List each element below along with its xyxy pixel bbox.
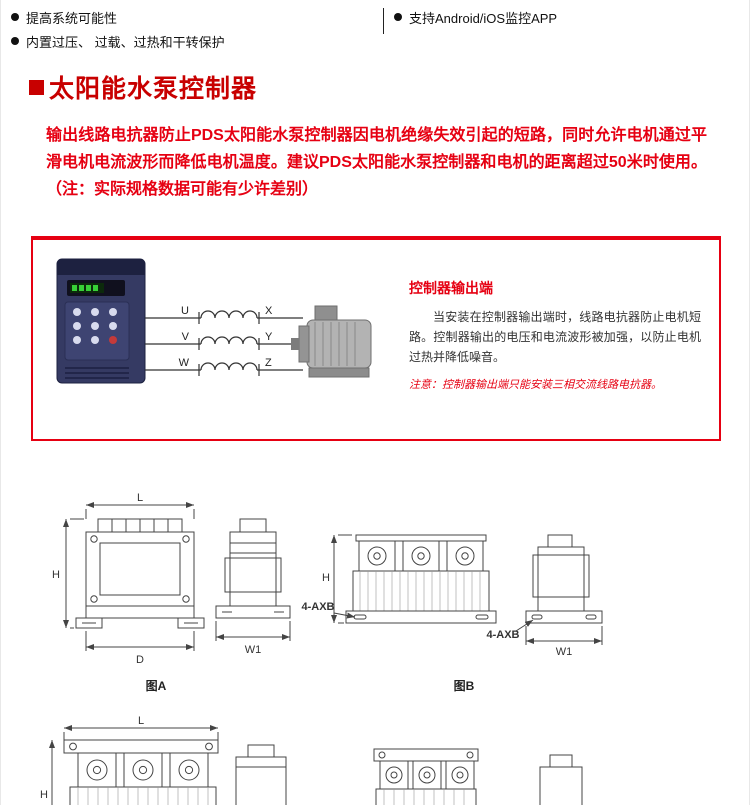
section-title: 太阳能水泵控制器	[29, 69, 749, 105]
figure-b-front-view	[331, 534, 497, 624]
wiring-diagram: U V W X Y Z	[51, 256, 401, 429]
dim-label-figA-D: D	[136, 654, 144, 666]
terminal-label-w: W	[179, 357, 190, 369]
figure-c-side-view	[235, 744, 287, 805]
output-panel-title: 控制器输出端	[409, 280, 493, 296]
page-title: 太阳能水泵控制器	[49, 75, 258, 103]
figure-d-side-view	[539, 754, 583, 805]
dim-label-figB-H: H	[322, 572, 330, 584]
feature-label: 支持Android/iOS监控APP	[409, 10, 558, 26]
feature-label: 内置过压、 过载、过热和干转保护	[26, 34, 225, 50]
feature-item: 提高系统可能性	[11, 5, 383, 29]
column-divider	[383, 8, 384, 34]
terminal-labels: U V W X Y Z	[179, 305, 273, 369]
controller-motor-wiring-diagram: U V W X Y Z	[56, 258, 372, 384]
output-panel-body: 当安装在控制器输出端时，线路电抗器防止电机短路。控制器输出的电压和电流波形被加强…	[409, 310, 701, 364]
figure-a-caption: 图A	[146, 679, 167, 693]
figure-d-front-view	[373, 748, 479, 805]
figure-a-front-view	[63, 502, 205, 651]
feature-item: 内置过压、 过载、过热和干转保护	[11, 29, 383, 53]
dim-label-figC-H: H	[40, 789, 48, 801]
dimension-drawings-svg: L H D W1 图A H 4-AXB 4-AXB W1 图B L H	[40, 492, 603, 805]
top-features-right-column: 支持Android/iOS监控APP	[394, 5, 557, 53]
callout-label-figB-side: 4-AXB	[486, 629, 519, 641]
terminal-label-y: Y	[265, 331, 273, 343]
bullet-icon	[394, 13, 402, 21]
figure-c-front-view	[49, 725, 219, 805]
dim-label-figA-H: H	[52, 569, 60, 581]
figure-b-side-view	[515, 534, 603, 645]
dim-label-figA-W1: W1	[245, 644, 262, 656]
feature-item: 支持Android/iOS监控APP	[394, 5, 557, 29]
bullet-icon	[11, 13, 19, 21]
output-reactor-panel: U V W X Y Z	[31, 236, 721, 441]
vfd-controller-image	[56, 258, 146, 384]
output-panel-text: 控制器输出端 当安装在控制器输出端时，线路电抗器防止电机短路。控制器输出的电压和…	[401, 256, 705, 429]
top-features: 提高系统可能性 内置过压、 过载、过热和干转保护 支持Android/iOS监控…	[1, 0, 749, 53]
terminal-label-x: X	[265, 305, 273, 317]
section-intro: 输出线路电抗器防止PDS太阳能水泵控制器因电机绝缘失效引起的短路，同时允许电机通…	[46, 127, 707, 198]
motor-image	[291, 305, 372, 378]
dim-label-figC-L: L	[138, 715, 144, 727]
dim-label-figB-W1: W1	[556, 646, 573, 658]
terminal-label-z: Z	[265, 357, 272, 369]
figure-b-caption: 图B	[454, 679, 475, 693]
top-features-left-column: 提高系统可能性 内置过压、 过载、过热和干转保护	[11, 5, 383, 53]
terminal-label-u: U	[181, 305, 189, 317]
output-panel-note: 注意：控制器输出端只能安装三相交流线路电抗器。	[409, 379, 662, 391]
terminal-label-v: V	[182, 331, 190, 343]
dimension-drawings: L H D W1 图A H 4-AXB 4-AXB W1 图B L H	[26, 483, 749, 805]
feature-label: 提高系统可能性	[26, 10, 118, 26]
figure-a-side-view	[215, 518, 291, 641]
dim-label-figA-L: L	[137, 492, 143, 504]
phase-wires	[145, 310, 303, 376]
callout-label-figB-front: 4-AXB	[301, 601, 334, 613]
section-marker-icon	[29, 79, 44, 95]
bullet-icon	[11, 37, 19, 45]
